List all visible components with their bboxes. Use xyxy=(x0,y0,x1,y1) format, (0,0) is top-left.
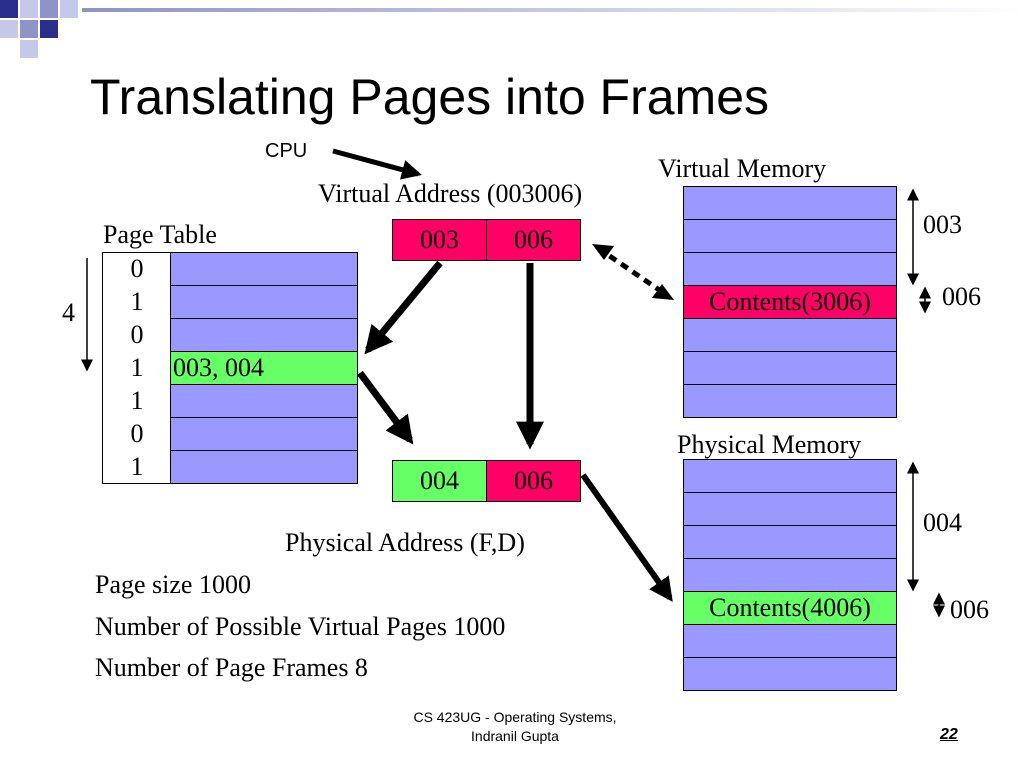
slide-title: Translating Pages into Frames xyxy=(90,69,770,125)
page-table-valid-bit: 0 xyxy=(130,254,144,283)
physical-memory-contents: Contents(4006) xyxy=(709,593,871,622)
virtual-address-page-box: 003 xyxy=(392,219,487,261)
physical-address-offset-box: 006 xyxy=(486,460,581,502)
physical-memory-frame-label: 004 xyxy=(923,508,962,537)
page-table-entry xyxy=(170,384,358,418)
virtual-address-page: 003 xyxy=(420,225,459,254)
slide-top-rule xyxy=(82,8,1024,12)
virtual-address-offset: 006 xyxy=(514,225,553,254)
page-table-title: Page Table xyxy=(103,220,217,249)
note-page-size: Page size 1000 xyxy=(95,570,251,599)
physical-to-memory-arrow xyxy=(580,473,673,602)
slide-footer: CS 423UG - Operating Systems, Indranil G… xyxy=(370,708,660,746)
memory-cell xyxy=(683,492,897,526)
slide-corner-decoration xyxy=(0,0,80,60)
physical-memory-offset-label: 006 xyxy=(950,595,989,624)
footer-line-2: Indranil Gupta xyxy=(471,728,559,744)
page-table-entry-text: 003, 004 xyxy=(173,353,264,382)
memory-cell xyxy=(683,624,897,658)
note-page-frames: Number of Page Frames 8 xyxy=(95,653,368,682)
page-table-valid-bit: 0 xyxy=(130,320,144,349)
virtual-address-label: Virtual Address (003006) xyxy=(318,179,583,208)
page-table-valid-bit: 1 xyxy=(130,452,144,481)
memory-cell xyxy=(683,459,897,493)
physical-address-frame-box: 004 xyxy=(392,460,487,502)
page-table-size-label: 4 xyxy=(62,298,75,327)
virtual-memory-contents-cell: Contents(3006) xyxy=(683,285,897,319)
page-table-entry-highlight: 003, 004 xyxy=(170,351,358,385)
cpu-arrow xyxy=(332,148,422,180)
virtual-memory-block: Contents(3006) xyxy=(0,0,897,418)
page-to-table-arrow xyxy=(364,260,443,355)
virtual-address-offset-box: 006 xyxy=(486,219,581,261)
page-table-valid-column xyxy=(102,252,172,484)
page-table-entry xyxy=(170,417,358,451)
table-to-frame-arrow xyxy=(357,370,414,445)
cpu-label: CPU xyxy=(265,140,308,162)
physical-address-frame: 004 xyxy=(420,466,459,495)
memory-cell xyxy=(683,384,897,418)
virtual-memory-page-label: 003 xyxy=(923,210,962,239)
memory-cell xyxy=(683,558,897,592)
virtual-memory-contents: Contents(3006) xyxy=(709,287,871,316)
memory-cell xyxy=(683,657,897,691)
page-table-entry xyxy=(170,450,358,484)
physical-address-label: Physical Address (F,D) xyxy=(285,528,525,557)
page-table-valid-bit: 0 xyxy=(130,419,144,448)
footer-line-1: CS 423UG - Operating Systems, xyxy=(413,709,617,725)
virtual-memory-offset-label: 006 xyxy=(942,282,981,311)
physical-address-offset: 006 xyxy=(514,466,553,495)
page-table-valid-bit: 1 xyxy=(130,287,144,316)
virtual-memory-title: Virtual Memory xyxy=(658,154,827,183)
note-virtual-pages: Number of Possible Virtual Pages 1000 xyxy=(95,612,506,641)
physical-memory-title: Physical Memory xyxy=(677,430,862,459)
page-table-valid-bit: 1 xyxy=(130,386,144,415)
page-number: 22 xyxy=(940,726,958,743)
page-table: 0 1 0 1 1 0 1 003, 004 xyxy=(0,0,358,484)
memory-cell xyxy=(683,219,897,253)
page-table-valid-bit: 1 xyxy=(130,353,144,382)
physical-memory-block: Contents(4006) xyxy=(0,0,897,691)
virtual-dotted-double-arrow xyxy=(592,244,674,300)
